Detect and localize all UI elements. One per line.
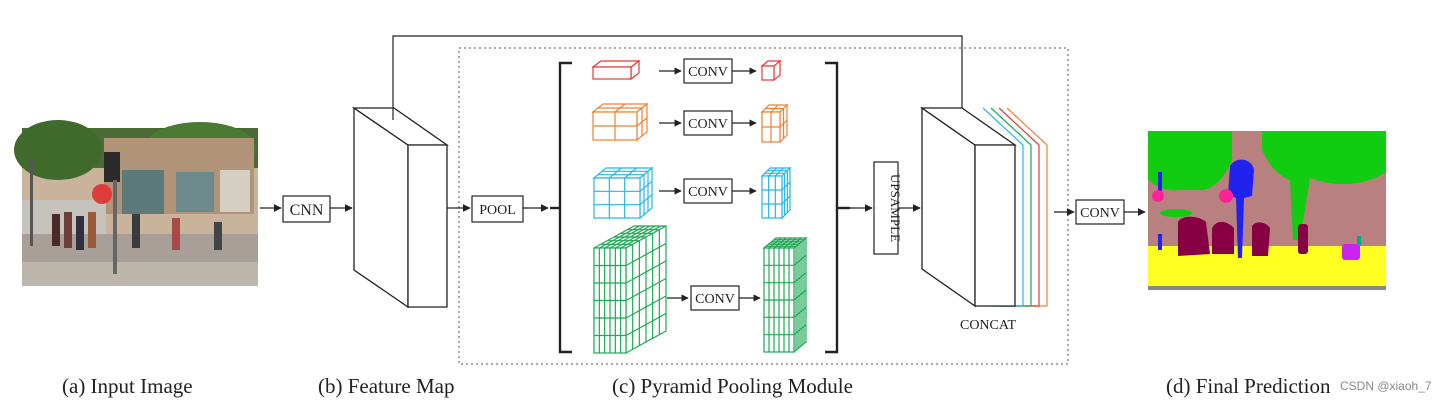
- skip-connection: [392, 35, 966, 120]
- upsample-box: [873, 161, 899, 255]
- cnn-label: CNN: [290, 202, 324, 219]
- final-conv-label: CONV: [1080, 206, 1120, 221]
- pooled-bin-level-4: [593, 224, 667, 355]
- seg-object: [1152, 190, 1164, 202]
- right-bracket: [825, 61, 839, 354]
- concat-block: [919, 106, 1048, 308]
- input-image: [14, 120, 258, 286]
- pooled-bin-level-1: [591, 59, 641, 81]
- conv-box-4: [690, 285, 740, 311]
- seg-people-1: [1178, 216, 1210, 256]
- caption-final-prediction: (d) Final Prediction: [1166, 374, 1331, 398]
- pyramid-levels: [591, 59, 808, 355]
- conv-label-3: CONV: [688, 185, 728, 200]
- watermark: CSDN @xiaoh_7: [1340, 379, 1432, 393]
- conv-label-1: CONV: [688, 65, 728, 80]
- conv-box-3: [683, 178, 733, 204]
- conv-box-1: [683, 58, 733, 84]
- pool-box: [471, 195, 524, 223]
- caption-feature-map: (b) Feature Map: [318, 374, 455, 398]
- reduced-level-4: [762, 236, 808, 354]
- concat-label: CONCAT: [960, 318, 1016, 333]
- cnn-box: [282, 195, 331, 223]
- level-conv-boxes: CONV CONV CONV CONV: [659, 58, 761, 311]
- pool-label: POOL: [479, 203, 516, 218]
- upsample-label: UPSAMPLE: [888, 174, 903, 242]
- left-bracket: [558, 61, 572, 354]
- seg-people-2: [1252, 222, 1270, 256]
- pooled-bin-level-2: [591, 102, 649, 142]
- seg-vegetation-left: [1148, 131, 1232, 191]
- reduced-level-3: [760, 166, 792, 220]
- seg-vegetation-right: [1262, 131, 1386, 240]
- conv-label-4: CONV: [695, 292, 735, 307]
- ppm-frame: [458, 47, 1069, 365]
- seg-car: [1342, 244, 1360, 260]
- concat-feature-slab: [919, 106, 1018, 308]
- feature-map-block: [351, 106, 450, 309]
- reduced-level-2: [760, 103, 789, 144]
- pooled-bin-level-3: [592, 166, 654, 220]
- conv-label-2: CONV: [688, 117, 728, 132]
- seg-sign: [1228, 159, 1254, 258]
- prediction-map: [1148, 131, 1386, 290]
- reduced-level-1: [760, 59, 782, 82]
- caption-ppm: (c) Pyramid Pooling Module: [612, 374, 853, 398]
- caption-input-image: (a) Input Image: [62, 374, 193, 398]
